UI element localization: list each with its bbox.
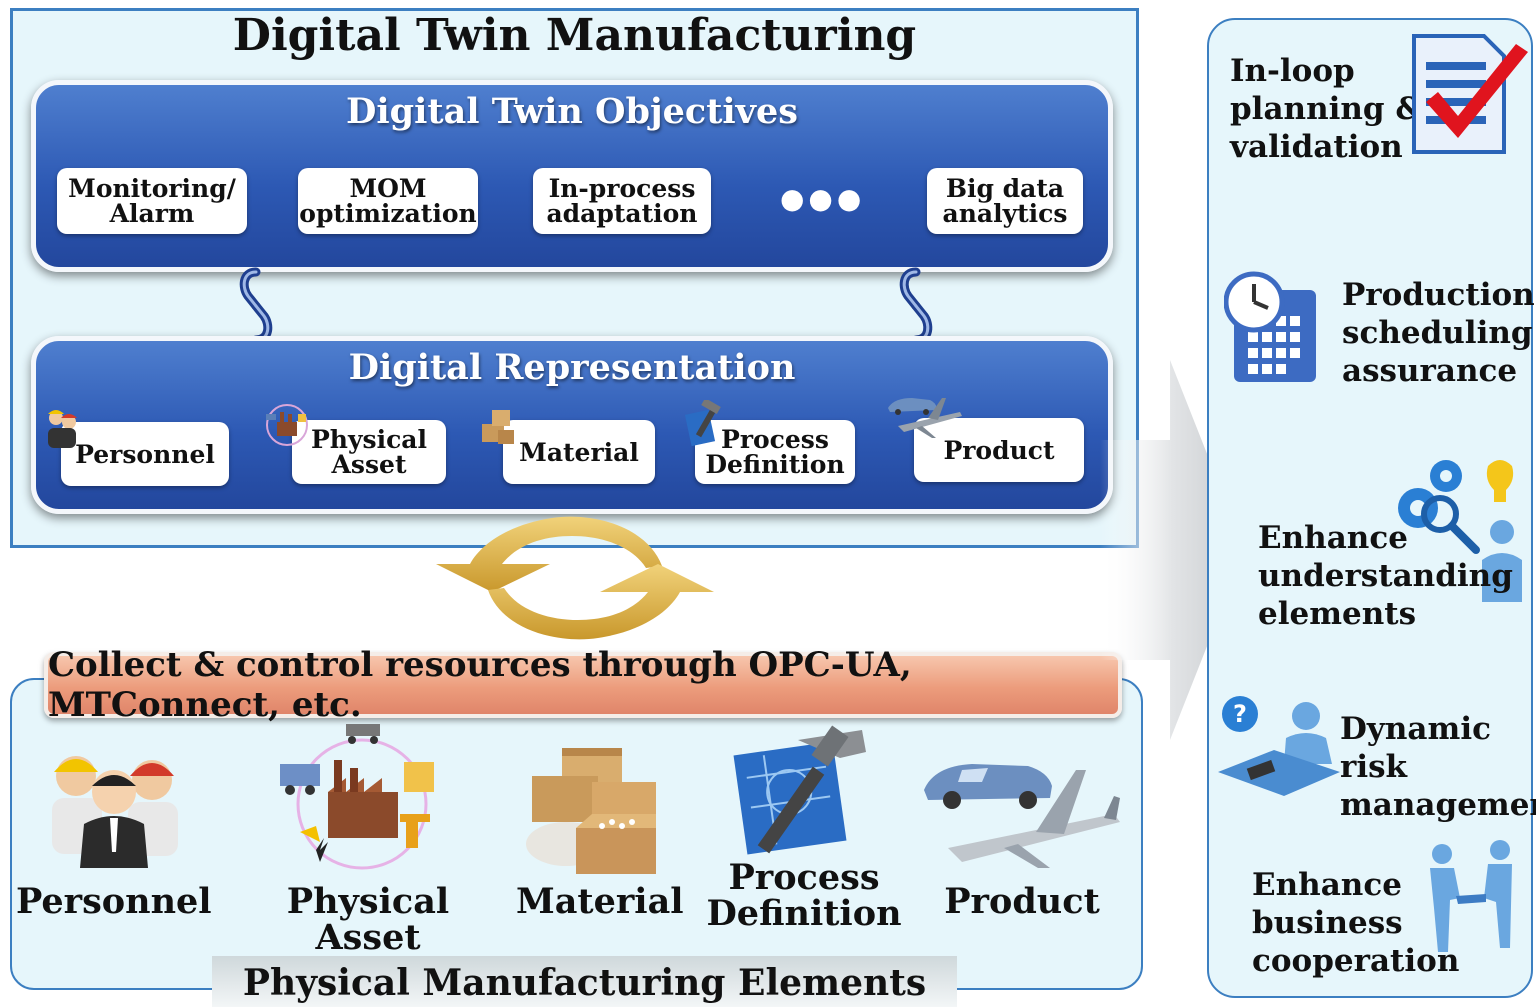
personnel-group-icon	[52, 756, 178, 868]
benefit-dynamic-risk: Dynamic risk management	[1340, 710, 1536, 824]
physical-product-label: Product	[944, 881, 1100, 922]
rep-personnel: Personnel	[61, 422, 229, 486]
benefit-in-loop-planning: In-loop planning & validation	[1230, 52, 1423, 166]
ellipsis: ●●●	[780, 182, 866, 215]
handshake-icon	[1430, 840, 1512, 952]
benefit-line: business	[1252, 905, 1403, 941]
benefit-line: scheduling	[1342, 315, 1533, 351]
benefit-line: Dynamic	[1340, 711, 1491, 747]
checklist-icon	[1412, 34, 1528, 154]
rep-label: Definition	[705, 450, 845, 479]
factory-asset-icon	[280, 724, 434, 870]
rep-label: Personnel	[75, 439, 215, 469]
big-right-arrow-icon	[1100, 360, 1245, 740]
collect-control-banner: Collect & control resources through OPC-…	[44, 645, 1122, 725]
help-desk-icon: ?	[1218, 696, 1340, 796]
physical-material-label: Material	[516, 881, 684, 922]
panel-title: Digital Twin Manufacturing	[232, 10, 917, 61]
benefit-line: Production	[1342, 277, 1535, 313]
benefit-line: cooperation	[1252, 943, 1460, 979]
svg-text:?: ?	[1233, 700, 1247, 728]
rep-process-definition: Process Definition	[695, 420, 855, 484]
rep-physical-asset: Physical Asset	[292, 420, 446, 484]
rep-label: Asset	[331, 450, 407, 479]
rep-label: Product	[943, 435, 1055, 465]
objective-mom-optimization: MOM optimization	[298, 168, 478, 234]
material-boxes-large-icon	[526, 748, 656, 874]
benefit-enhance-understanding: Enhance understanding elements	[1258, 519, 1513, 633]
benefit-line: In-loop	[1230, 53, 1355, 89]
rep-label: Process	[721, 425, 829, 454]
rep-label: Material	[519, 437, 639, 467]
benefit-production-scheduling: Production scheduling assurance	[1342, 276, 1535, 390]
objective-line: Monitoring/	[68, 174, 236, 203]
representation-title: Digital Representation	[348, 347, 796, 388]
objective-line: optimization	[299, 199, 477, 228]
benefit-line: planning &	[1230, 91, 1424, 127]
personnel-icon	[48, 410, 77, 448]
calendar-clock-icon	[1224, 271, 1316, 382]
chain-link-icon	[239, 267, 273, 345]
objective-line: adaptation	[546, 199, 698, 228]
objective-monitoring-alarm: Monitoring/ Alarm	[57, 168, 247, 234]
physical-elements-title: Physical Manufacturing Elements	[242, 962, 927, 1004]
objective-big-data-analytics: Big data analytics	[927, 168, 1083, 234]
objective-line: MOM	[349, 174, 427, 203]
gear-magnifier-icon	[1398, 460, 1522, 602]
physical-asset-label: Physical Asset	[286, 881, 450, 958]
objective-line: In-process	[548, 174, 696, 203]
benefits-panel	[1207, 18, 1533, 998]
blueprint-hammer-large-icon	[733, 725, 866, 855]
objective-line: analytics	[942, 199, 1068, 228]
benefit-line: Enhance	[1258, 520, 1408, 556]
physical-process-label: Process	[728, 857, 880, 898]
bottom-title-bar	[212, 956, 957, 1007]
benefit-line: assurance	[1342, 353, 1518, 389]
benefit-line: management	[1340, 787, 1536, 823]
benefit-line: elements	[1258, 596, 1417, 632]
material-boxes-icon	[482, 410, 514, 444]
rep-label: Physical	[311, 425, 427, 454]
benefit-line: risk	[1340, 749, 1408, 785]
physical-personnel-label: Personnel	[16, 881, 212, 922]
blueprint-hammer-icon	[684, 400, 721, 447]
objective-line: Big data	[945, 174, 1065, 203]
chain-link-icon	[899, 267, 933, 345]
physical-asset-icon	[266, 404, 308, 446]
car-plane-icon	[888, 398, 962, 438]
rep-material: Material	[503, 420, 655, 484]
benefit-line: validation	[1230, 129, 1403, 165]
sync-arrows-icon	[436, 516, 714, 640]
benefit-business-cooperation: Enhance business cooperation	[1252, 866, 1459, 980]
physical-definition-label: Definition	[706, 893, 902, 934]
rep-product: Product	[914, 418, 1084, 482]
benefit-line: understanding	[1258, 558, 1513, 594]
objective-line: Alarm	[109, 199, 195, 228]
car-plane-large-icon	[924, 764, 1120, 868]
objective-in-process-adaptation: In-process adaptation	[533, 168, 711, 234]
benefit-line: Enhance	[1252, 867, 1402, 903]
objectives-title: Digital Twin Objectives	[346, 91, 798, 132]
